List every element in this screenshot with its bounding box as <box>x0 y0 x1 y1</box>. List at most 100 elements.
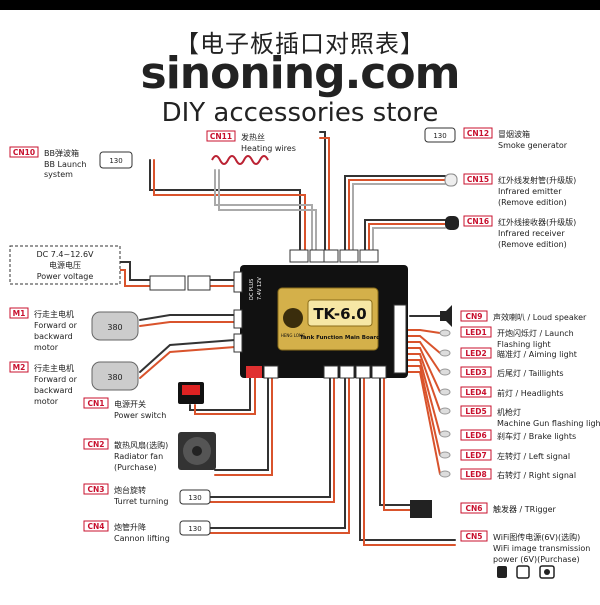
svg-text:M2: M2 <box>13 363 26 372</box>
svg-text:瞄准灯 / Aiming light: 瞄准灯 / Aiming light <box>497 349 577 359</box>
top-bar <box>0 0 600 10</box>
svg-text:DC 7.4~12.6V: DC 7.4~12.6V <box>37 250 95 259</box>
power-switch <box>178 382 204 404</box>
svg-text:BB弹波箱: BB弹波箱 <box>44 148 79 158</box>
label-cn4: CN4 炮管升降 Cannon lifting <box>83 520 170 543</box>
label-cn16: CN16 红外线接收器(升级版) Infrared receiver (Remo… <box>463 215 576 249</box>
cn3-motor: 130 <box>179 489 211 505</box>
svg-text:CN10: CN10 <box>13 148 35 157</box>
ir-emitter <box>444 173 458 187</box>
m2-motor: 380 <box>91 361 139 391</box>
svg-text:130: 130 <box>433 132 446 140</box>
speaker-icon <box>440 305 452 327</box>
svg-text:声效喇叭 / Loud speaker: 声效喇叭 / Loud speaker <box>493 312 587 322</box>
label-cn11: CN11 发热丝 Heating wires <box>206 130 296 153</box>
power-plug-2 <box>187 275 211 291</box>
svg-text:电源电压: 电源电压 <box>49 260 81 270</box>
svg-text:CN6: CN6 <box>466 504 483 513</box>
svg-text:(Remove edition): (Remove edition) <box>498 240 567 249</box>
svg-text:LED4: LED4 <box>465 388 486 397</box>
brand-logo <box>283 308 303 328</box>
svg-text:backward: backward <box>34 386 73 395</box>
svg-text:电源开关: 电源开关 <box>114 399 146 409</box>
label-cn15: CN15 红外线发射管(升级版) Infrared emitter (Remov… <box>463 173 576 207</box>
svg-text:右转灯 / Right signal: 右转灯 / Right signal <box>497 470 576 480</box>
svg-text:130: 130 <box>109 157 122 165</box>
svg-text:红外线接收器(升级版): 红外线接收器(升级版) <box>498 217 576 227</box>
site-name: sinoning.com <box>140 48 461 99</box>
label-m2: M2 行走主电机 Forward or backward motor <box>9 361 78 406</box>
svg-text:CN3: CN3 <box>88 485 105 494</box>
svg-text:CN16: CN16 <box>467 217 489 226</box>
svg-text:后尾灯 / Taillights: 后尾灯 / Taillights <box>497 368 564 378</box>
svg-text:CN15: CN15 <box>467 175 489 184</box>
m1-motor: 380 <box>91 311 139 341</box>
svg-text:机枪灯: 机枪灯 <box>497 407 521 417</box>
label-led6: LED6 刹车灯 / Brake lights <box>460 429 576 441</box>
label-cn6: CN6 触发器 / TRigger <box>460 502 557 514</box>
label-cn2: CN2 散热风扇(选购) Radiator fan (Purchase) <box>83 438 168 472</box>
svg-text:散热风扇(选购): 散热风扇(选购) <box>114 440 168 450</box>
svg-text:CN12: CN12 <box>467 129 489 138</box>
svg-text:380: 380 <box>107 323 122 332</box>
svg-text:炮台旋转: 炮台旋转 <box>114 485 146 495</box>
label-cn3: CN3 炮台旋转 Turret turning <box>83 483 168 506</box>
label-cn10: CN10 BB弹波箱 BB Launch system <box>9 146 87 179</box>
label-led8: LED8 右转灯 / Right signal <box>460 468 576 480</box>
svg-text:Smoke generator: Smoke generator <box>498 141 568 150</box>
svg-text:Infrared receiver: Infrared receiver <box>498 229 565 238</box>
svg-text:Forward or: Forward or <box>34 321 78 330</box>
label-led7: LED7 左转灯 / Left signal <box>460 449 570 461</box>
led-bulbs <box>439 329 451 478</box>
ir-receiver <box>445 216 459 230</box>
svg-text:Turret turning: Turret turning <box>113 497 168 506</box>
svg-text:motor: motor <box>34 397 59 406</box>
svg-text:Power voltage: Power voltage <box>37 272 94 281</box>
svg-text:backward: backward <box>34 332 73 341</box>
main-board: TK-6.0 Tank Function Main Board HENG LON… <box>233 249 408 379</box>
label-cn9: CN9 声效喇叭 / Loud speaker <box>460 310 587 322</box>
svg-text:(Remove edition): (Remove edition) <box>498 198 567 207</box>
svg-text:LED1: LED1 <box>465 328 486 337</box>
svg-text:开炮闪烁灯 / Launch: 开炮闪烁灯 / Launch <box>497 328 574 338</box>
svg-text:Radiator fan: Radiator fan <box>114 452 163 461</box>
wifi-camera-icons <box>497 565 555 579</box>
label-cn12: CN12 冒烟波箱 Smoke generator <box>463 127 568 150</box>
svg-text:LED7: LED7 <box>465 451 486 460</box>
board-brand: HENG LONG <box>281 333 305 338</box>
label-led5: LED5 机枪灯 Machine Gun flashing light <box>460 405 600 428</box>
cn4-motor: 130 <box>179 520 211 536</box>
wires <box>119 131 456 546</box>
svg-text:Machine Gun flashing light: Machine Gun flashing light <box>497 419 600 428</box>
svg-text:130: 130 <box>188 494 201 502</box>
svg-text:行走主电机: 行走主电机 <box>34 363 74 373</box>
svg-text:CN2: CN2 <box>88 440 105 449</box>
svg-text:发热丝: 发热丝 <box>241 132 265 142</box>
svg-text:system: system <box>44 170 73 179</box>
svg-text:WiFi image transmission: WiFi image transmission <box>493 544 590 553</box>
svg-text:Power switch: Power switch <box>114 411 166 420</box>
svg-text:Cannon lifting: Cannon lifting <box>114 534 170 543</box>
power-supply-box: DC 7.4~12.6V 电源电压 Power voltage <box>9 245 121 285</box>
svg-text:LED2: LED2 <box>465 349 486 358</box>
svg-text:炮管升降: 炮管升降 <box>114 522 146 532</box>
svg-text:左转灯 / Left signal: 左转灯 / Left signal <box>497 451 570 461</box>
heating-coil <box>211 155 269 165</box>
svg-text:LED3: LED3 <box>465 368 486 377</box>
label-cn1: CN1 电源开关 Power switch <box>83 397 166 420</box>
svg-text:motor: motor <box>34 343 59 352</box>
svg-text:M1: M1 <box>13 309 26 318</box>
svg-text:380: 380 <box>107 373 122 382</box>
svg-text:Infrared emitter: Infrared emitter <box>498 187 562 196</box>
svg-text:刹车灯 / Brake lights: 刹车灯 / Brake lights <box>497 431 576 441</box>
svg-text:触发器 / TRigger: 触发器 / TRigger <box>493 504 557 514</box>
svg-text:WiFi图传电源(6V)(选购): WiFi图传电源(6V)(选购) <box>493 532 580 542</box>
svg-text:CN4: CN4 <box>88 522 105 531</box>
board-model: TK-6.0 <box>313 305 366 323</box>
svg-text:冒烟波箱: 冒烟波箱 <box>498 129 530 139</box>
svg-text:红外线发射管(升级版): 红外线发射管(升级版) <box>498 175 576 185</box>
svg-text:CN9: CN9 <box>466 312 483 321</box>
tagline: DIY accessories store <box>161 98 439 128</box>
cn10-motor: 130 <box>99 151 133 169</box>
